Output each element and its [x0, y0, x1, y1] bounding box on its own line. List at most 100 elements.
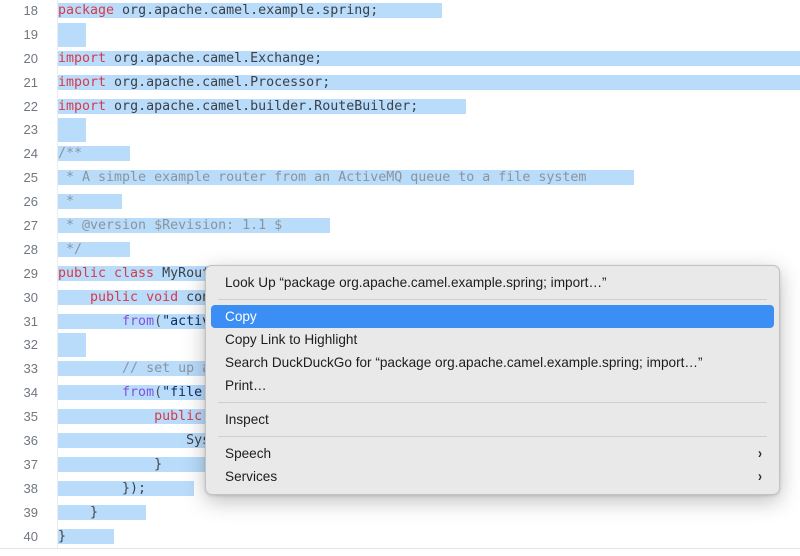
code-text: */ [58, 238, 131, 262]
line-number: 28 [23, 241, 38, 257]
menu-separator [218, 299, 767, 300]
line-number: 27 [23, 218, 38, 234]
context-menu[interactable]: Look Up “package org.apache.camel.exampl… [205, 265, 780, 495]
selection-trail [282, 218, 331, 234]
gutter-divider [57, 333, 58, 358]
code-line: 21 import org.apache.camel.Processor; [0, 70, 800, 95]
menu-item-label: Look Up “package org.apache.camel.exampl… [225, 275, 607, 290]
gutter-divider [57, 237, 58, 262]
code-token [58, 409, 155, 425]
line-number: 32 [23, 337, 38, 353]
code-token: /** [58, 146, 83, 162]
gutter-divider [57, 381, 58, 406]
code-line: 24 /** [0, 142, 800, 167]
code-token: org.apache.camel.Exchange; [106, 50, 323, 66]
gutter-divider [57, 214, 58, 238]
menu-separator [218, 402, 767, 403]
line-number: 39 [23, 504, 38, 520]
selection-trail [74, 194, 123, 210]
code-text: } [58, 525, 115, 548]
line-number: 29 [23, 265, 38, 281]
menu-item-label: Services [225, 469, 278, 484]
code-token [58, 385, 123, 401]
code-text: } [58, 501, 147, 525]
gutter-divider [57, 22, 58, 47]
code-token [58, 361, 123, 377]
selection-band [58, 118, 86, 143]
line-number: 38 [23, 480, 38, 496]
selection-trail [82, 241, 131, 257]
line-number: 18 [23, 3, 38, 18]
code-token: } [58, 456, 163, 472]
code-token: org.apache.camel.Processor; [106, 74, 331, 90]
code-line: 18 package org.apache.camel.example.sprin… [0, 0, 800, 23]
line-number: 30 [23, 289, 38, 305]
line-number: 34 [23, 385, 38, 401]
code-token: org.apache.camel.example.spring; [114, 3, 379, 18]
line-number: 36 [23, 433, 38, 449]
line-number: 24 [23, 146, 38, 162]
code-token: */ [58, 241, 83, 257]
gutter-divider [57, 261, 58, 286]
menu-item-label: Search DuckDuckGo for “package org.apach… [225, 355, 703, 370]
menu-item-services[interactable]: Services › [211, 465, 774, 488]
selection-band [58, 333, 86, 358]
menu-item-look-up-package-org-apache-c[interactable]: Look Up “package org.apache.camel.exampl… [211, 271, 774, 294]
gutter-divider [57, 429, 58, 453]
code-token: } [58, 504, 99, 520]
gutter-divider [57, 309, 58, 334]
gutter-divider [57, 118, 58, 143]
menu-item-copy-link-to-highlight[interactable]: Copy Link to Highlight [211, 328, 774, 351]
code-text: package org.apache.camel.example.spring; [58, 0, 443, 23]
line-number: 21 [23, 74, 38, 90]
selection-trail [378, 3, 443, 18]
code-text: }); [58, 477, 195, 501]
code-token: import [58, 74, 107, 90]
code-line: 37 } [0, 452, 800, 477]
chevron-right-icon: › [758, 444, 762, 462]
code-token: from [122, 385, 155, 401]
selection-trail [146, 480, 195, 496]
menu-item-label: Copy [225, 309, 257, 324]
code-token [58, 289, 91, 305]
gutter-divider [57, 405, 58, 430]
line-number: 33 [23, 361, 38, 377]
code-token: ( [154, 313, 163, 329]
code-token: } [58, 528, 67, 544]
code-token: import [58, 98, 107, 114]
line-number: 37 [23, 456, 38, 472]
code-text: * @version $Revision: 1.1 $ [58, 214, 331, 238]
code-line: 32 [0, 333, 800, 358]
gutter-divider [57, 357, 58, 382]
menu-item-search-duckduckgo-for-packag[interactable]: Search DuckDuckGo for “package org.apach… [211, 351, 774, 374]
code-token: * [58, 194, 75, 210]
code-line: 38 }); [0, 476, 800, 501]
line-number: 19 [23, 26, 38, 42]
code-token: org.apache.camel.builder.RouteBuilder; [106, 98, 419, 114]
code-token: * @version $Revision: 1.1 $ [58, 218, 283, 234]
menu-item-label: Inspect [225, 412, 269, 427]
line-number: 26 [23, 194, 38, 210]
line-number: 25 [23, 170, 38, 186]
line-number: 40 [23, 528, 38, 544]
code-token: }); [58, 480, 147, 496]
menu-item-inspect[interactable]: Inspect [211, 408, 774, 431]
code-token: public void [90, 289, 179, 305]
code-line: 26 * [0, 190, 800, 215]
gutter-divider [57, 285, 58, 310]
menu-item-speech[interactable]: Speech› [211, 442, 774, 465]
menu-item-copy[interactable]: Copy [211, 305, 774, 328]
code-token: * A simple example router from an Active… [58, 170, 587, 186]
code-text: import org.apache.camel.builder.RouteBui… [58, 95, 467, 119]
line-number: 35 [23, 409, 38, 425]
chevron-right-icon: › [758, 467, 762, 485]
selection-trail [82, 146, 131, 162]
gutter-divider [57, 190, 58, 215]
gutter-divider [57, 166, 58, 191]
menu-item-print[interactable]: Print… [211, 374, 774, 397]
code-token [58, 433, 187, 449]
line-number: 22 [23, 98, 38, 114]
line-number: 23 [23, 122, 38, 138]
code-text: * A simple example router from an Active… [58, 166, 635, 190]
code-line: 23 [0, 118, 800, 143]
